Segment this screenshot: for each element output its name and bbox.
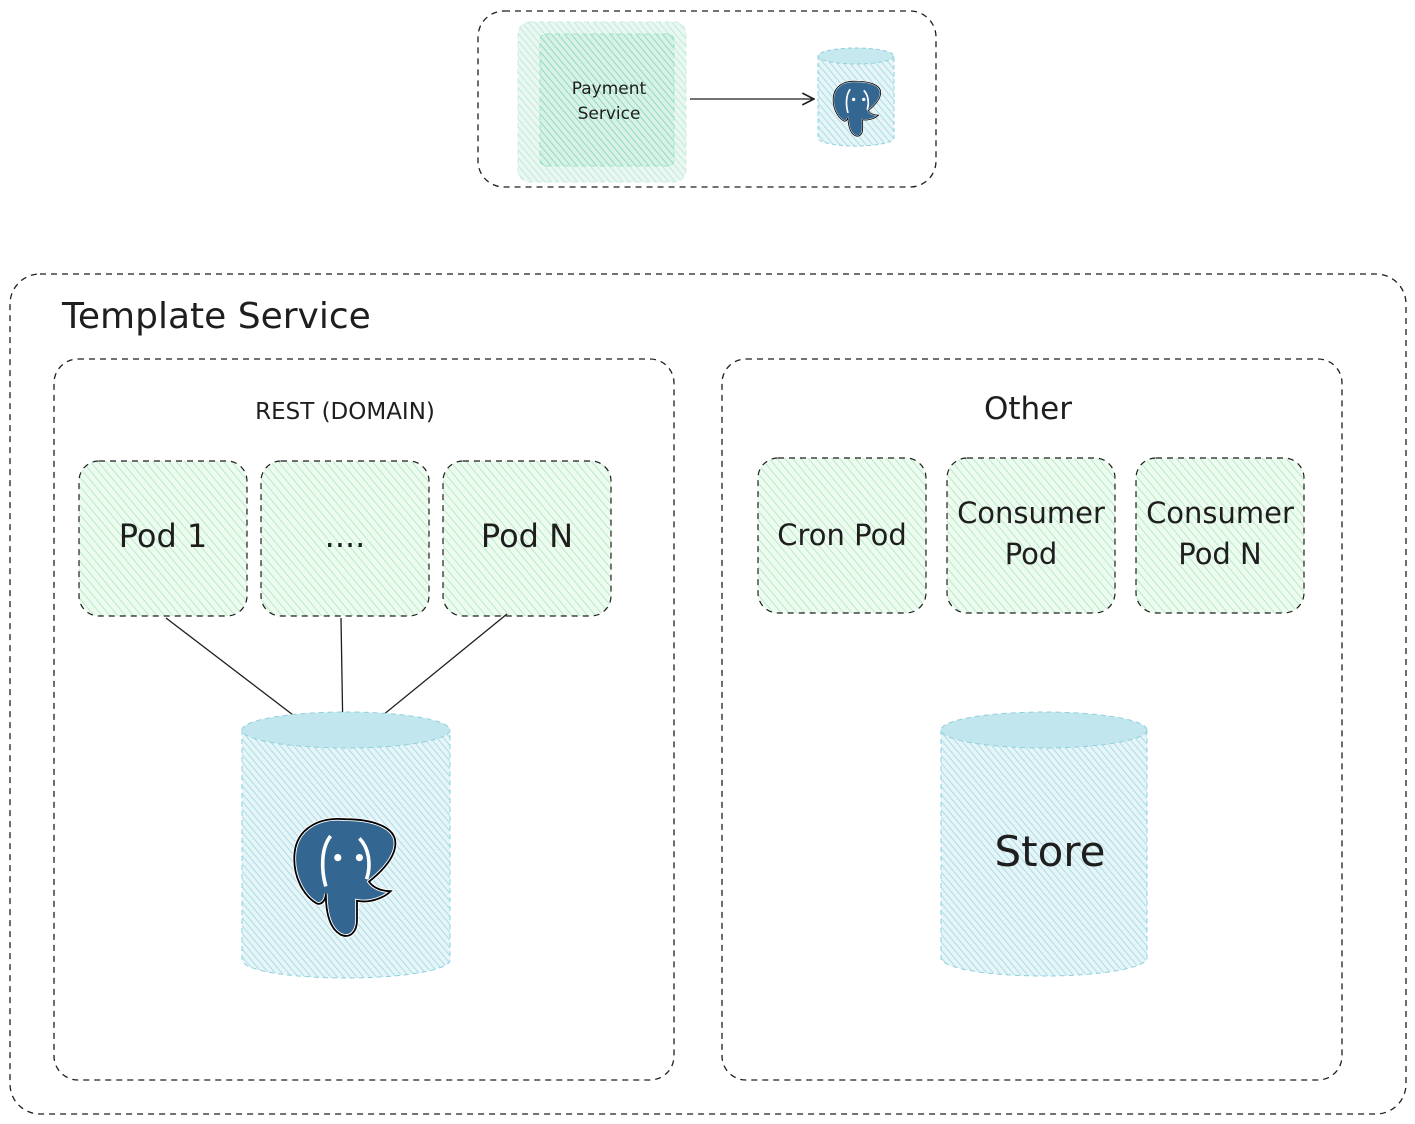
template-service-group: Template Service REST (DOMAIN) Pod 1 ...… — [9, 273, 1407, 1115]
payment-group: Payment Service — [477, 10, 937, 188]
rest-db-cylinder[interactable] — [241, 711, 451, 979]
consumer-pod-label-line2: Pod — [1005, 537, 1058, 571]
consumer-pod-n-node[interactable]: Consumer Pod N — [1135, 457, 1305, 614]
rest-domain-title: REST (DOMAIN) — [255, 399, 435, 425]
store-label: Store — [994, 827, 1105, 876]
payment-service-label-line2: Service — [578, 104, 641, 124]
cron-pod-label: Cron Pod — [777, 518, 906, 552]
pod-1-label: Pod 1 — [119, 517, 208, 555]
consumer-pod-node[interactable]: Consumer Pod — [946, 457, 1116, 614]
consumer-pod-n-label-line2: Pod N — [1178, 537, 1262, 571]
other-group-title: Other — [984, 391, 1072, 427]
template-service-border — [9, 273, 1407, 1115]
pod-1-to-db-arrow — [165, 617, 314, 731]
template-service-title: Template Service — [61, 296, 371, 337]
pod-ellipsis-node[interactable]: .... — [260, 460, 430, 617]
store-cylinder[interactable]: Store — [940, 711, 1148, 977]
pod-n-label: Pod N — [481, 517, 573, 555]
cron-pod-node[interactable]: Cron Pod — [757, 457, 927, 614]
consumer-pod-label-line1: Consumer — [957, 496, 1105, 530]
payment-service-node[interactable]: Payment Service — [517, 21, 687, 183]
payment-db-cylinder[interactable] — [817, 47, 895, 147]
other-group-border — [721, 358, 1343, 1081]
pod-n-node[interactable]: Pod N — [442, 460, 612, 617]
payment-group-border — [477, 10, 937, 188]
rest-domain-group: REST (DOMAIN) Pod 1 .... Pod N — [53, 358, 675, 1081]
consumer-pod-n-label-line1: Consumer — [1146, 496, 1294, 530]
rest-domain-border — [53, 358, 675, 1081]
other-group: Other Cron Pod Consumer Pod Consumer Pod… — [721, 358, 1343, 1081]
pod-ellipsis-label: .... — [325, 517, 366, 555]
payment-service-label-line1: Payment — [572, 79, 647, 99]
pod-1-node[interactable]: Pod 1 — [78, 460, 248, 617]
